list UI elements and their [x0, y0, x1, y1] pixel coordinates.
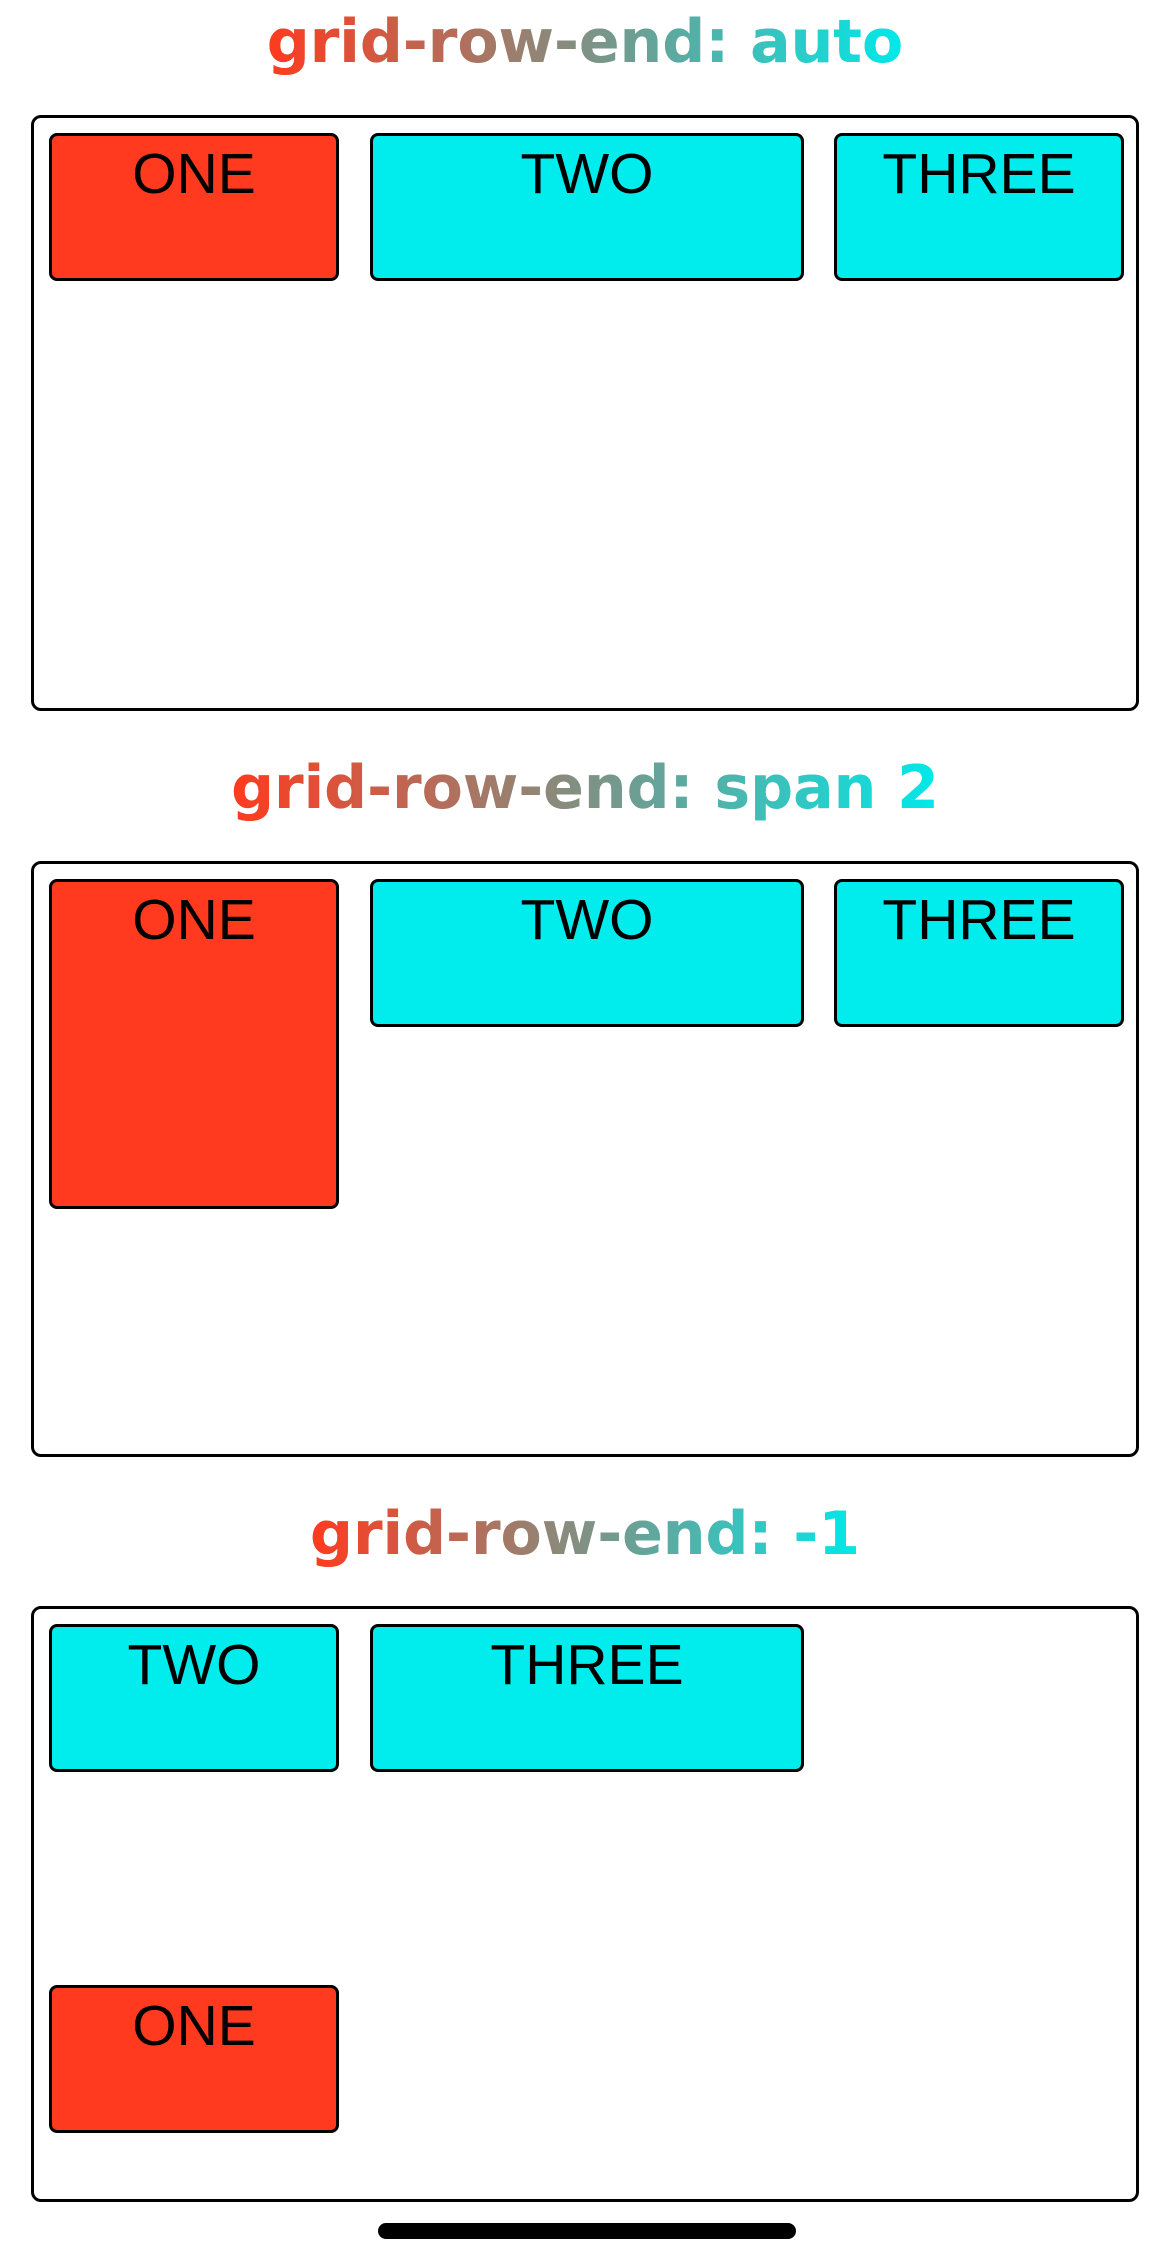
grid-item-three: THREE: [834, 133, 1124, 281]
home-indicator[interactable]: [378, 2223, 796, 2239]
grid-item-two: TWO: [370, 879, 804, 1027]
grid-item-two: TWO: [370, 133, 804, 281]
section-title-minus-1: grid-row-end: -1: [0, 1494, 1170, 1574]
grid-item-three: THREE: [370, 1624, 804, 1772]
grid-container-span-2: ONE TWO THREE: [31, 861, 1139, 1457]
section-title-span-2: grid-row-end: span 2: [0, 748, 1170, 828]
section-title-text: grid-row-end: -1: [310, 1494, 860, 1574]
grid-item-three: THREE: [834, 879, 1124, 1027]
section-title-text: grid-row-end: auto: [267, 2, 903, 82]
grid-item-two: TWO: [49, 1624, 339, 1772]
section-title-auto: grid-row-end: auto: [0, 2, 1170, 82]
grid-container-auto: ONE TWO THREE: [31, 115, 1139, 711]
section-title-text: grid-row-end: span 2: [231, 748, 939, 828]
grid-item-one: ONE: [49, 879, 339, 1209]
grid-container-minus-1: TWO THREE ONE: [31, 1606, 1139, 2202]
grid-item-one: ONE: [49, 1985, 339, 2133]
grid-item-one: ONE: [49, 133, 339, 281]
